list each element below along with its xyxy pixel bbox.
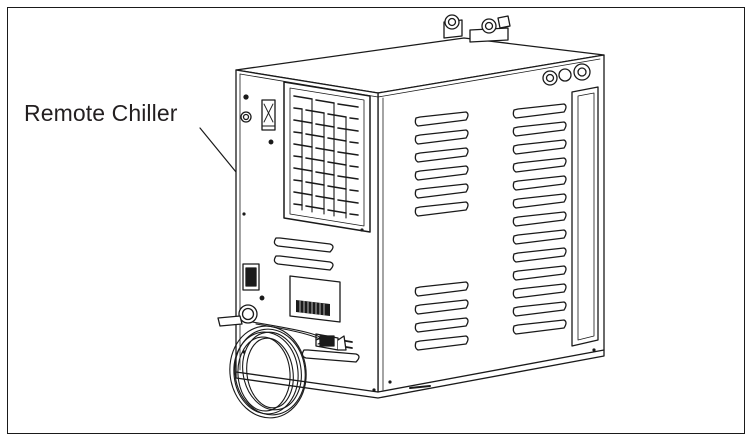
power-plug xyxy=(315,333,353,351)
rating-plate xyxy=(289,275,341,323)
side-access-panel xyxy=(571,86,599,347)
cabinet-side-face xyxy=(377,54,605,393)
coiled-power-cord xyxy=(229,321,323,419)
side-louvers-left xyxy=(414,111,469,351)
top-water-fittings xyxy=(443,14,511,43)
power-switch xyxy=(242,263,265,301)
callout-leader-line xyxy=(199,127,237,173)
front-switch-panel xyxy=(240,94,276,145)
cabinet-foot xyxy=(409,385,431,389)
side-water-fittings xyxy=(542,63,591,86)
cabinet-base xyxy=(235,349,605,399)
condenser-grille xyxy=(283,81,371,233)
callout-label: Remote Chiller xyxy=(24,100,178,126)
front-louvers xyxy=(273,237,334,271)
side-louvers-right xyxy=(512,103,567,335)
power-cord-inlet xyxy=(217,304,258,327)
